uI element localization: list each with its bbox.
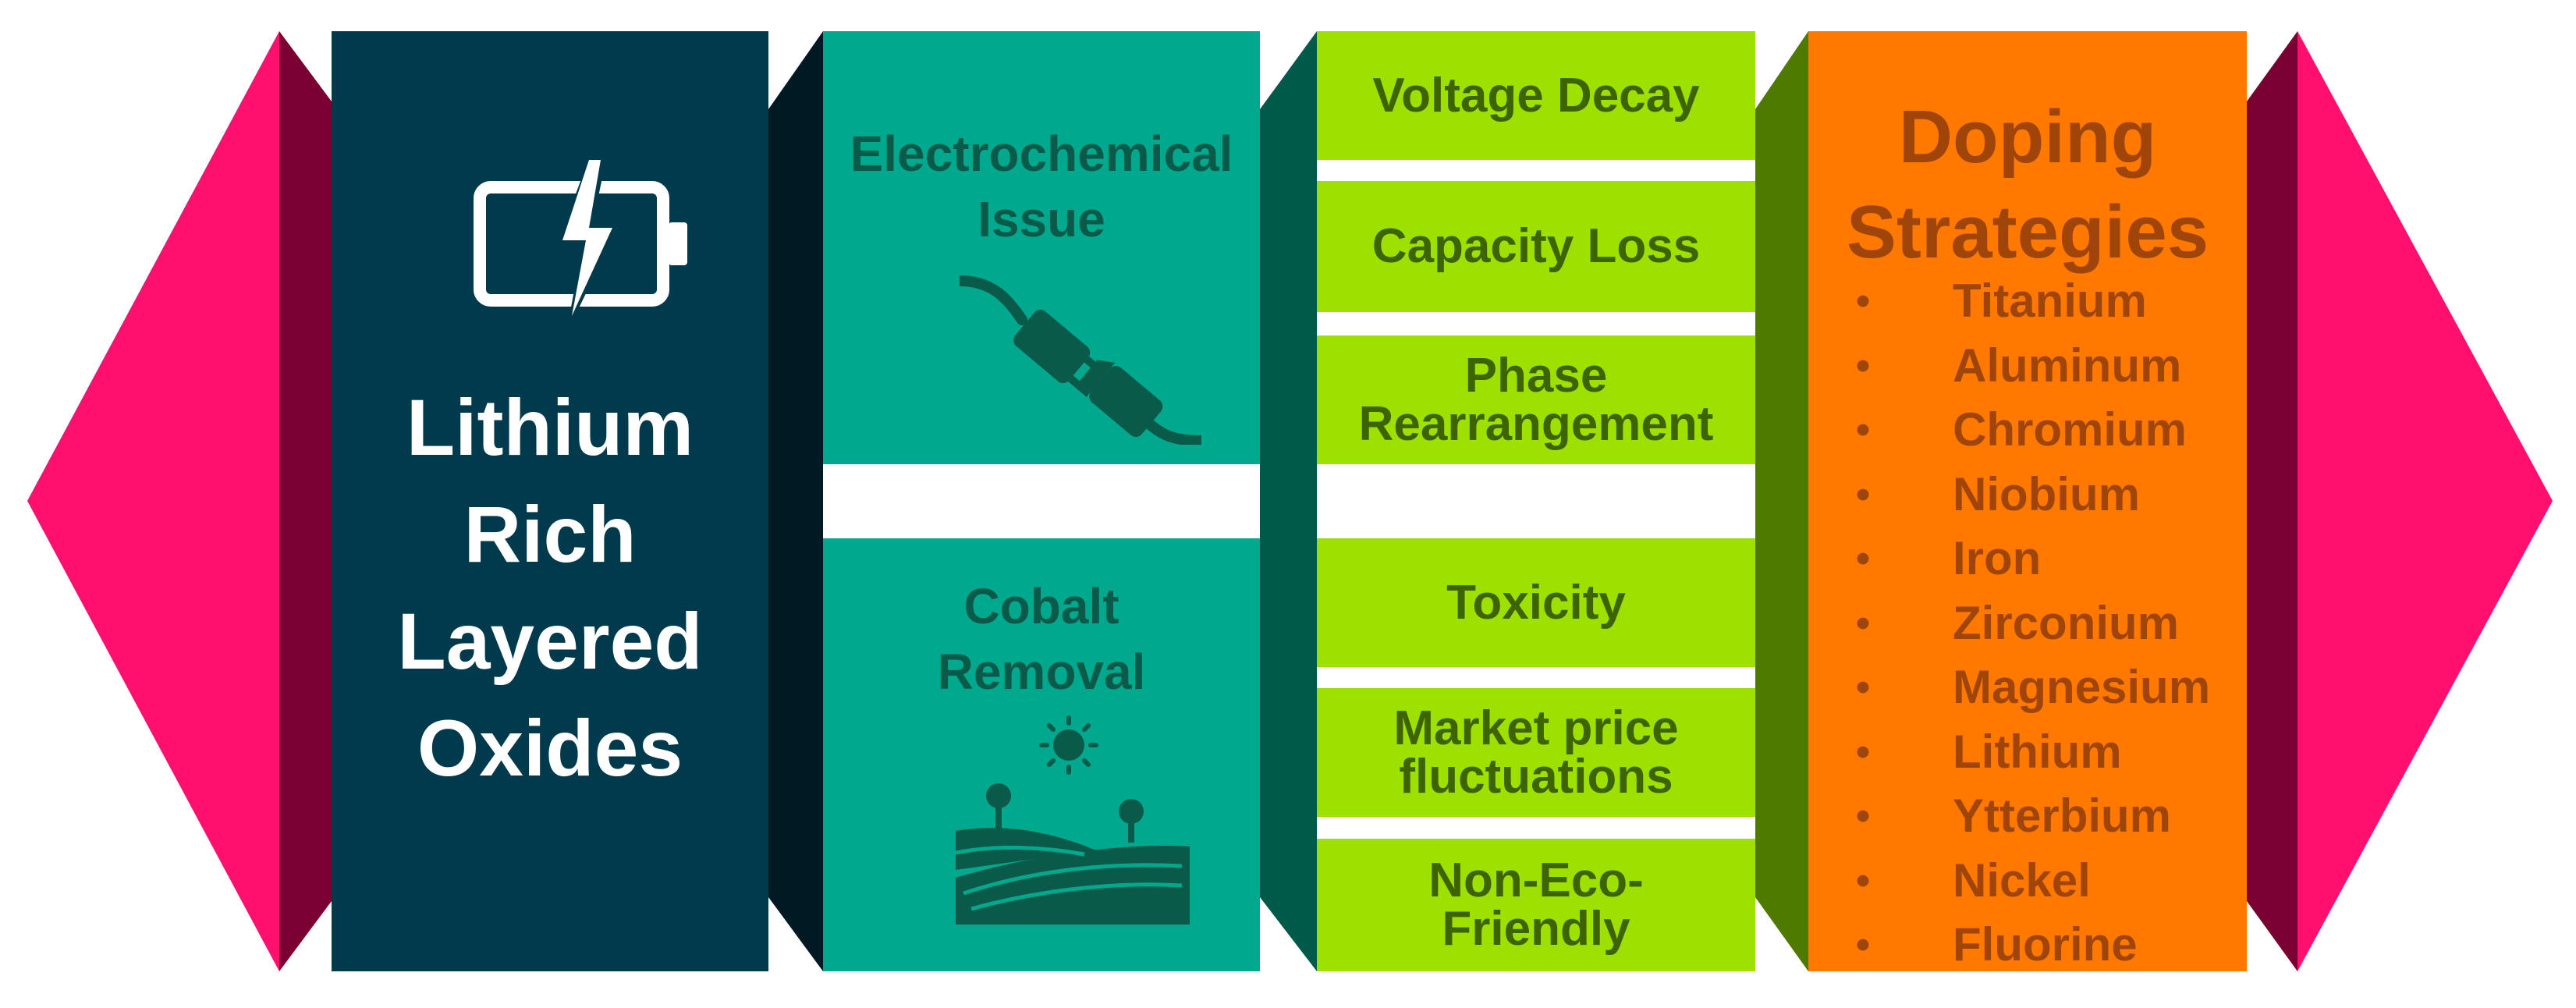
bullet: • (1855, 729, 1871, 775)
dopant-label: Ytterbium (1953, 790, 2172, 842)
dopant-label: Magnesium (1953, 661, 2211, 713)
bullet: • (1855, 536, 1871, 581)
connector-1-2 (768, 31, 823, 971)
dopant-label: Chromium (1953, 403, 2187, 456)
farm-field-icon (956, 715, 1190, 925)
label-line: Issue (978, 191, 1105, 247)
bullet: • (1855, 279, 1871, 324)
dopant-label: Iron (1953, 532, 2042, 584)
bullet: • (1855, 665, 1871, 710)
panel1-title-line: Layered (397, 597, 703, 686)
issue-phase-rearrangement: Phase Rearrangement (1317, 335, 1755, 464)
issue-line: Friendly (1442, 902, 1630, 956)
issue-voltage-decay: Voltage Decay (1317, 31, 1755, 160)
issue-line: Toxicity (1446, 575, 1626, 630)
panel2-top-bg (823, 31, 1260, 464)
right-arrow-head (2297, 31, 2553, 971)
cobalt-removal-panel: Cobalt Removal (823, 538, 1260, 971)
panel4-bg (1808, 31, 2247, 971)
doping-strategies-title: Doping Strategies (1808, 90, 2247, 280)
issue-line: Rearrangement (1358, 396, 1714, 451)
title-line: Doping (1898, 95, 2157, 179)
list-item: • Zirconium (1840, 591, 2245, 656)
dopant-label: Zirconium (1953, 596, 2180, 649)
issue-line: Market price (1393, 701, 1679, 755)
issue-line: Phase (1464, 348, 1608, 403)
bullet: • (1855, 793, 1871, 839)
issue-line: fluctuations (1399, 749, 1673, 804)
right-arrow-fold (2247, 31, 2297, 971)
list-item: • Chromium (1840, 398, 2245, 463)
list-item: • Niobium (1840, 463, 2245, 527)
issue-capacity-loss: Capacity Loss (1317, 181, 1755, 312)
list-item: • Fluorine (1840, 913, 2245, 978)
panel1-title: Lithium Rich Layered Oxides (332, 374, 768, 802)
issue-market-price: Market price fluctuations (1317, 688, 1755, 817)
dopant-label: Aluminum (1953, 339, 2182, 392)
list-item: • Aluminum (1840, 334, 2245, 399)
bullet: • (1855, 407, 1871, 453)
label-line: Electrochemical (850, 126, 1233, 182)
title-line: Strategies (1846, 190, 2209, 274)
left-arrow-fold (279, 31, 332, 971)
panel1-title-line: Lithium (406, 383, 694, 472)
doping-list: • Titanium • Aluminum • Chromium • Niobium •… (1840, 269, 2245, 978)
bullet: • (1855, 471, 1871, 517)
list-item: • Titanium (1840, 269, 2245, 334)
doping-strategies-panel: Doping Strategies • Titanium • Aluminum • C… (1808, 31, 2247, 971)
bullet: • (1855, 343, 1871, 389)
connector-2-3 (1260, 31, 1317, 971)
list-item: • Nickel (1840, 849, 2245, 914)
panel1-title-line: Rich (463, 490, 637, 579)
list-item: • Ytterbium (1840, 784, 2245, 849)
electrochemical-issue-label: Electrochemical Issue (823, 121, 1260, 252)
left-arrow-head (27, 31, 279, 971)
plug-icon (960, 275, 1201, 445)
panel1-title-line: Oxides (417, 704, 683, 793)
dopant-label: Fluorine (1953, 918, 2138, 971)
connector-3-4 (1755, 31, 1808, 971)
dopant-label: Titanium (1953, 275, 2147, 327)
list-item: • Magnesium (1840, 655, 2245, 720)
bullet: • (1855, 600, 1871, 646)
bullet: • (1855, 922, 1871, 967)
lithium-rich-panel: Lithium Rich Layered Oxides (332, 31, 768, 971)
issue-line: Non-Eco- (1428, 854, 1644, 907)
list-item: • Iron (1840, 527, 2245, 591)
label-line: Cobalt (963, 578, 1119, 634)
issue-line: Capacity Loss (1371, 219, 1701, 273)
issue-non-eco-friendly: Non-Eco- Friendly (1317, 839, 1755, 971)
label-line: Removal (937, 644, 1146, 700)
list-item: • Lithium (1840, 720, 2245, 785)
issue-toxicity: Toxicity (1317, 538, 1755, 667)
dopant-label: Lithium (1953, 725, 2122, 778)
dopant-label: Niobium (1953, 467, 2140, 520)
battery-charging-icon (474, 148, 687, 335)
dopant-label: Nickel (1953, 854, 2091, 907)
cobalt-removal-label: Cobalt Removal (823, 573, 1260, 705)
issue-line: Voltage Decay (1372, 68, 1700, 122)
bullet: • (1855, 857, 1871, 903)
electrochemical-issue-panel: Electrochemical Issue (823, 31, 1260, 464)
